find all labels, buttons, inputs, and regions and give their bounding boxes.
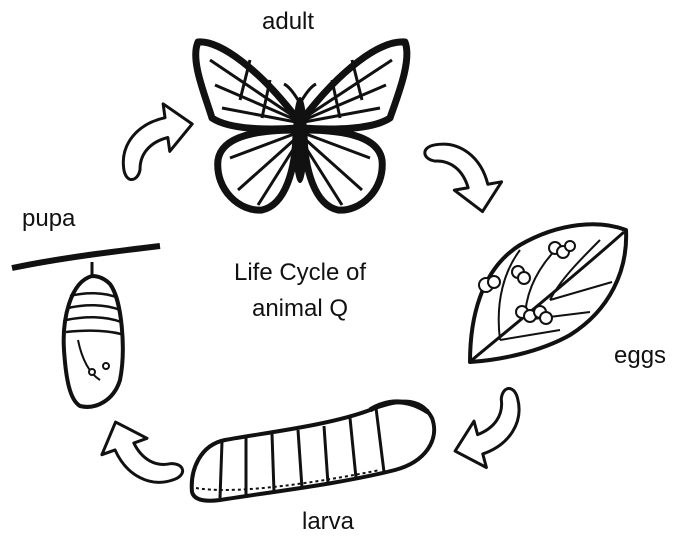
stage-label-eggs: eggs bbox=[614, 342, 666, 370]
arrow-pupa-to-adult-icon bbox=[116, 100, 199, 180]
arrow-larva-to-pupa-icon bbox=[93, 406, 185, 500]
leaf-with-eggs-icon bbox=[470, 224, 626, 362]
arrow-eggs-to-larva-icon bbox=[443, 387, 533, 474]
chrysalis-icon bbox=[12, 246, 160, 407]
stage-label-pupa: pupa bbox=[22, 205, 75, 233]
diagram-title: Life Cycle of animal Q bbox=[200, 255, 400, 327]
diagram-title-line-2: animal Q bbox=[200, 291, 400, 327]
arrow-adult-to-eggs-icon bbox=[424, 135, 506, 220]
butterfly-icon bbox=[196, 42, 407, 210]
stage-label-larva: larva bbox=[302, 508, 354, 536]
caterpillar-icon bbox=[192, 402, 434, 501]
diagram-title-line-1: Life Cycle of bbox=[200, 255, 400, 291]
stage-label-adult: adult bbox=[262, 8, 314, 36]
